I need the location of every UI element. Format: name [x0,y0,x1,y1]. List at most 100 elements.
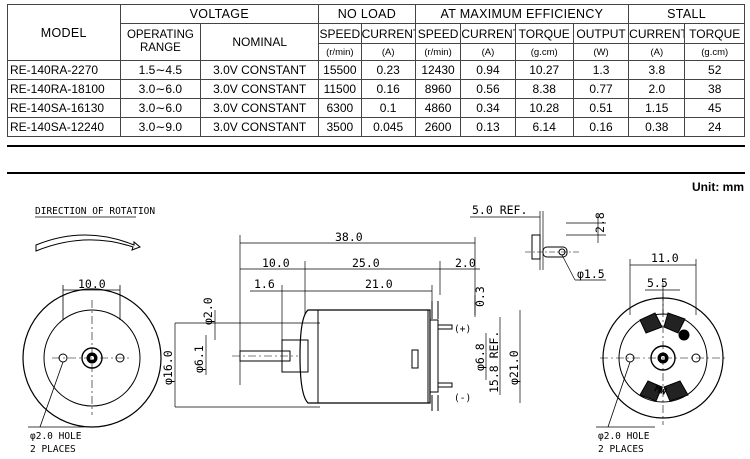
dim-38-0: 38.0 [335,230,363,244]
unit-w: (W) [572,43,630,61]
stall-torque-header: TORQUE [684,23,745,44]
terminal-detail: 5.0 REF. 2.8 φ1.5 [470,203,607,281]
value-cell: 1.15 [628,98,686,118]
nominal-header: NOMINAL [200,23,320,61]
value-cell: 38 [684,79,745,99]
model-cell: RE-140RA-18100 [7,79,121,99]
dim-1-6: 1.6 [254,277,275,291]
value-cell: 4860 [414,98,462,118]
value-cell: 12430 [414,60,462,80]
voltage-header: VOLTAGE [119,4,320,24]
dim-2-0: 2.0 [455,256,476,270]
dim-10-0-left: 10.0 [78,277,106,291]
model-cell: RE-140RA-2270 [7,60,121,80]
model-header: MODEL [7,4,121,61]
model-cell: RE-140SA-16130 [7,98,121,118]
value-cell: 3.0∼6.0 [119,98,202,118]
minus-terminal-label: (-) [454,393,471,404]
value-cell: 3.0V CONSTANT [200,60,320,80]
dim-phi16-0: φ16.0 [161,350,175,385]
eff-current-header: CURRENT [460,23,516,44]
value-cell: 15500 [318,60,362,80]
value-cell: 0.045 [360,117,416,137]
brand-mark: MW [653,383,668,397]
side-view: 38.0 10.0 25.0 2.0 1.6 21.0 φ16.0 φ6.1 φ… [161,230,521,411]
value-cell: 45 [684,98,745,118]
value-cell: 8960 [414,79,462,99]
unit-rmin: (r/min) [414,43,462,61]
noload-speed-header: SPEED [318,23,362,44]
value-cell: 0.23 [360,60,416,80]
dim-phi1-5: φ1.5 [577,267,605,281]
value-cell: 24 [684,117,745,137]
hole-label-right: φ2.0 HOLE [598,431,650,442]
value-cell: 2.0 [628,79,686,99]
value-cell: 1.5∼4.5 [119,60,202,80]
value-cell: 1.3 [572,60,630,80]
motor-dimension-drawing: DIRECTION OF ROTATION 10.0 φ2.0 HOLE 2 P… [22,203,726,455]
dim-2-8: 2.8 [593,212,607,233]
unit-a: (A) [360,43,416,61]
operating-range-header: OPERATING RANGE [119,23,202,61]
dim-phi6-8: φ6.8 [473,343,487,371]
hole-label-left: φ2.0 HOLE [30,431,82,442]
eff-torque-header: TORQUE [514,23,574,44]
value-cell: 2600 [414,117,462,137]
dim-10-0: 10.0 [262,256,290,270]
value-cell: 11500 [318,79,362,99]
dim-phi21-0: φ21.0 [507,350,521,385]
value-cell: 3.0∼6.0 [119,79,202,99]
value-cell: 0.34 [460,98,516,118]
specification-table: MODEL VOLTAGE NO LOAD AT MAXIMUM EFFICIE… [7,4,745,137]
table-bottom-rule [7,145,745,147]
eff-output-header: OUTPUT [572,23,630,44]
rotation-arrow-icon [35,234,141,252]
plus-terminal-label: (+) [454,324,471,335]
value-cell: 10.27 [514,60,574,80]
unit-label: Unit: mm [692,180,744,194]
value-cell: 52 [684,60,745,80]
dim-25-0: 25.0 [352,256,380,270]
eff-speed-header: SPEED [414,23,462,44]
stall-current-header: CURRENT [628,23,686,44]
dim-15-8-ref: 15.8 REF. [487,331,501,393]
unit-rmin: (r/min) [318,43,362,61]
value-cell: 3.8 [628,60,686,80]
value-cell: 3.0V CONSTANT [200,117,320,137]
dim-phi2-0: φ2.0 [201,297,215,325]
value-cell: 0.77 [572,79,630,99]
value-cell: 6.14 [514,117,574,137]
noload-current-header: CURRENT [360,23,416,44]
places-label-right: 2 PLACES [598,444,644,455]
value-cell: 0.56 [460,79,516,99]
max-efficiency-header: AT MAXIMUM EFFICIENCY [414,4,630,24]
dim-0-3: 0.3 [473,286,487,307]
unit-a: (A) [460,43,516,61]
value-cell: 0.1 [360,98,416,118]
value-cell: 10.28 [514,98,574,118]
value-cell: 0.51 [572,98,630,118]
value-cell: 6300 [318,98,362,118]
places-label-left: 2 PLACES [30,444,76,455]
unit-gcm: (g.cm) [684,43,745,61]
value-cell: 0.16 [572,117,630,137]
value-cell: 8.38 [514,79,574,99]
value-cell: 3.0V CONSTANT [200,98,320,118]
value-cell: 0.38 [628,117,686,137]
dim-21-0: 21.0 [365,277,393,291]
value-cell: 0.13 [460,117,516,137]
value-cell: 3.0V CONSTANT [200,79,320,99]
model-cell: RE-140SA-12240 [7,117,121,137]
left-end-view: 10.0 φ2.0 HOLE 2 PLACES [22,277,162,455]
value-cell: 0.16 [360,79,416,99]
no-load-header: NO LOAD [318,4,416,24]
dim-5-5: 5.5 [647,276,668,290]
dim-5-0-ref: 5.0 REF. [472,203,527,217]
right-end-view: 11.0 5.5 MW φ2.0 HOLE 2 PLACES [596,251,726,455]
value-cell: 3.0∼9.0 [119,117,202,137]
dim-11-0: 11.0 [651,251,679,265]
